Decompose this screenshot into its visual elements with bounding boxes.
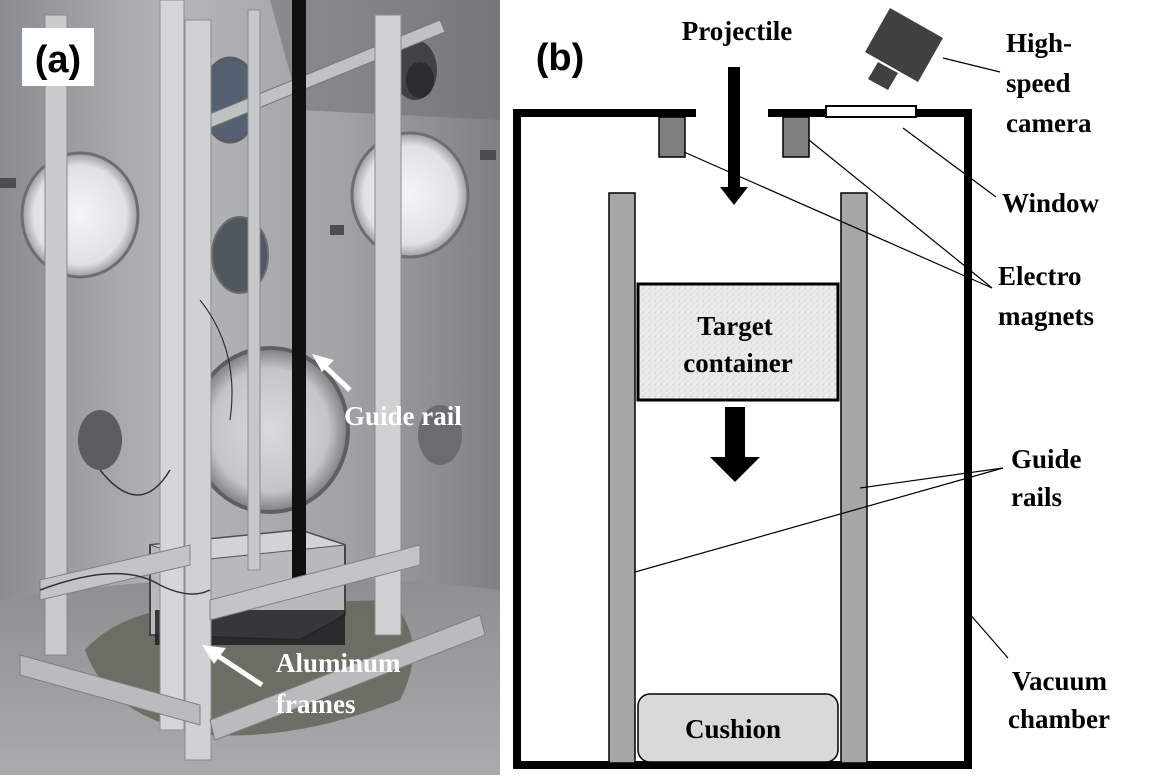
electromagnet-leader-right — [808, 139, 993, 289]
photo-overlay: (a) Guide rail Aluminum frames — [22, 28, 462, 719]
aluminum-frames-arrow-head — [202, 645, 226, 664]
vacuum-chamber-wall — [513, 109, 972, 769]
fall-arrow-shaft — [725, 407, 745, 457]
projectile-arrow-shaft — [728, 67, 740, 187]
projectile-arrow-head — [720, 187, 748, 205]
schematic: (b) Projectile Target container — [513, 8, 1110, 769]
camera-leader-line — [942, 57, 1001, 73]
target-container-label-line1: Target — [697, 311, 773, 341]
aluminum-frames-label-line1: Aluminum — [276, 648, 401, 678]
electromagnet-left — [658, 116, 686, 158]
electromagnet-leader-left — [683, 151, 993, 289]
electromagnet-right — [782, 116, 810, 158]
aluminum-frames-label-line2: frames — [276, 689, 355, 719]
guide-rail-arrow-head — [312, 354, 334, 372]
cushion-label: Cushion — [685, 714, 781, 744]
aluminum-frames-arrow-shaft — [210, 649, 264, 688]
guide-rail-right — [840, 192, 868, 764]
target-container-label-line2: container — [683, 348, 792, 378]
fall-arrow-head — [710, 457, 760, 482]
electromagnets-label-line2: magnets — [998, 301, 1094, 331]
guide-rail-left — [608, 192, 636, 764]
cushion — [637, 693, 839, 763]
guide-rails-leader-left — [634, 467, 1004, 573]
window-label: Window — [1002, 188, 1100, 218]
camera-label-line2: speed — [1006, 68, 1071, 98]
panel-a-label-box — [22, 28, 94, 86]
camera-icon — [865, 8, 943, 90]
vacuum-chamber-label-line2: chamber — [1008, 704, 1110, 734]
guide-rails-label-line2: rails — [1011, 482, 1062, 512]
camera-label-line3: camera — [1006, 108, 1092, 138]
projectile-label: Projectile — [682, 16, 792, 46]
vacuum-chamber-label-line1: Vacuum — [1012, 666, 1108, 696]
electromagnets-label-line1: Electro — [998, 261, 1081, 291]
panel-a-label: (a) — [35, 39, 81, 81]
target-container — [636, 282, 840, 402]
guide-rails-label-line1: Guide — [1011, 444, 1082, 474]
panel-b-label: (b) — [536, 37, 585, 79]
diagram-panel-b: (b) Projectile Target container — [500, 0, 1152, 775]
camera-label-line1: High- — [1006, 28, 1072, 58]
photo-panel-a: (a) Guide rail Aluminum frames — [0, 0, 500, 775]
window — [825, 105, 917, 118]
guide-rails-leader-right — [859, 467, 1004, 489]
guide-rail-label: Guide rail — [344, 401, 462, 431]
window-leader-line — [902, 127, 997, 198]
photo-illustration — [0, 0, 500, 775]
vacuum-chamber-leader-line — [967, 611, 1009, 659]
